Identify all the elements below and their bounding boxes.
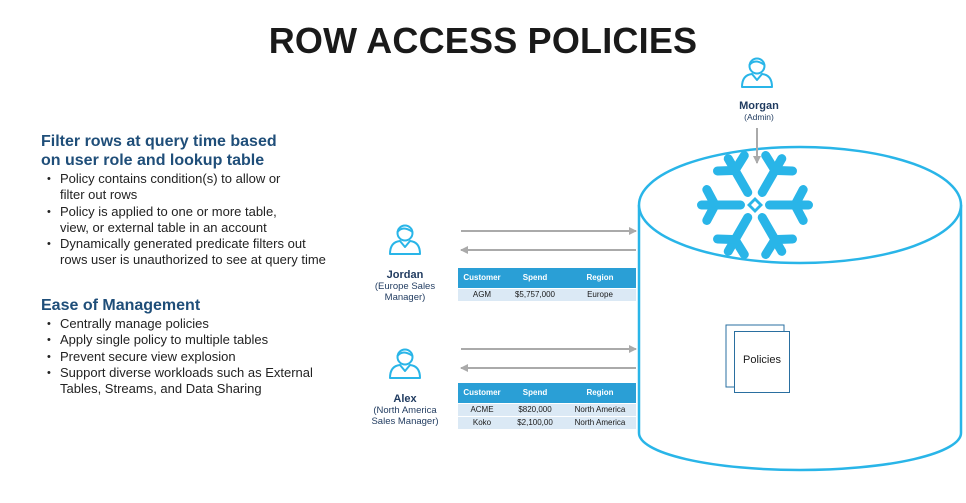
table-cell: Europe [564, 287, 636, 301]
table-row: Koko $2,100,00 North America [458, 415, 636, 429]
heading-line: on user role and lookup table [41, 152, 265, 169]
section-ease-of-management: Ease of Management Centrally manage poli… [41, 296, 361, 397]
bullet-line: Policy contains condition(s) to allow or [60, 171, 281, 186]
column-header: Region [564, 268, 636, 288]
bullet-item: Support diverse workloads such as Extern… [41, 365, 361, 398]
section-filter-rows: Filter rows at query time based on user … [41, 132, 361, 269]
jordan-result-table: Customer Spend Region AGM $5,757,000 Eur… [458, 268, 636, 301]
document-icon: Policies [734, 331, 790, 393]
bullet-line: Support diverse workloads such as Extern… [60, 364, 313, 380]
user-jordan: Jordan (Europe Sales Manager) [360, 269, 450, 303]
user-alex: Alex (North America Sales Manager) [360, 393, 450, 427]
bullet-line: Policy is applied to one or more table, [60, 203, 277, 219]
bullet-line: filter out rows [60, 187, 138, 203]
bullet-line: Centrally manage policies [60, 316, 209, 331]
table-header-row: Customer Spend Region [458, 383, 636, 403]
user-name: Jordan [386, 269, 424, 281]
user-morgan: Morgan (Admin) [739, 100, 779, 123]
user-name: Morgan [739, 100, 779, 112]
section-filter-rows-heading: Filter rows at query time based on user … [41, 132, 361, 170]
bullet-line: Prevent secure view explosion [60, 348, 236, 364]
user-role: (North America [373, 405, 437, 416]
table-cell: $820,000 [506, 402, 564, 416]
table-cell: ACME [458, 402, 506, 416]
table-row: AGM $5,757,000 Europe [458, 287, 636, 301]
table-cell: $5,757,000 [506, 287, 564, 301]
user-role: (Europe Sales [374, 281, 436, 292]
bullet-list: Policy contains condition(s) to allow or… [41, 171, 361, 269]
column-header: Customer [458, 383, 506, 403]
column-header: Customer [458, 268, 506, 288]
bullet-item: Centrally manage policies [41, 316, 361, 333]
database-cylinder [637, 145, 963, 472]
bullet-line: view, or external table in an account [60, 219, 267, 235]
table-cell: $2,100,00 [506, 415, 564, 429]
policies-label: Policies [743, 354, 781, 366]
snowflake-logo [697, 151, 813, 259]
bullet-list: Centrally manage policies Apply single p… [41, 316, 361, 397]
table-cell: North America [564, 415, 636, 429]
table-header-row: Customer Spend Region [458, 268, 636, 288]
bullet-item: Policy contains condition(s) to allow or… [41, 171, 361, 204]
heading-line: Filter rows at query time based [41, 133, 277, 150]
user-icon [389, 224, 421, 255]
table-cell: AGM [458, 287, 506, 301]
column-header: Spend [506, 268, 564, 288]
bullet-line: rows user is unauthorized to see at quer… [60, 252, 326, 268]
table-row: ACME $820,000 North America [458, 402, 636, 416]
bullet-item: Policy is applied to one or more table, … [41, 204, 361, 237]
table-cell: North America [564, 402, 636, 416]
user-role: (Admin) [744, 112, 774, 122]
bullet-item: Apply single policy to multiple tables [41, 332, 361, 349]
table-cell: Koko [458, 415, 506, 429]
user-role: Sales Manager) [371, 416, 439, 427]
page-title: ROW ACCESS POLICIES [268, 20, 698, 61]
bullet-line: Apply single policy to multiple tables [60, 332, 269, 348]
user-name: Alex [393, 393, 417, 405]
column-header: Region [564, 383, 636, 403]
alex-result-table: Customer Spend Region ACME $820,000 Nort… [458, 383, 636, 429]
user-role: Manager) [384, 292, 426, 303]
bullet-line: Tables, Streams, and Data Sharing [60, 381, 262, 397]
user-icon [389, 348, 421, 379]
user-icon [741, 57, 773, 88]
bullet-line: Dynamically generated predicate filters … [60, 236, 306, 252]
column-header: Spend [506, 383, 564, 403]
bullet-item: Dynamically generated predicate filters … [41, 236, 361, 269]
bullet-item: Prevent secure view explosion [41, 348, 361, 366]
section-ease-heading: Ease of Management [41, 297, 201, 314]
